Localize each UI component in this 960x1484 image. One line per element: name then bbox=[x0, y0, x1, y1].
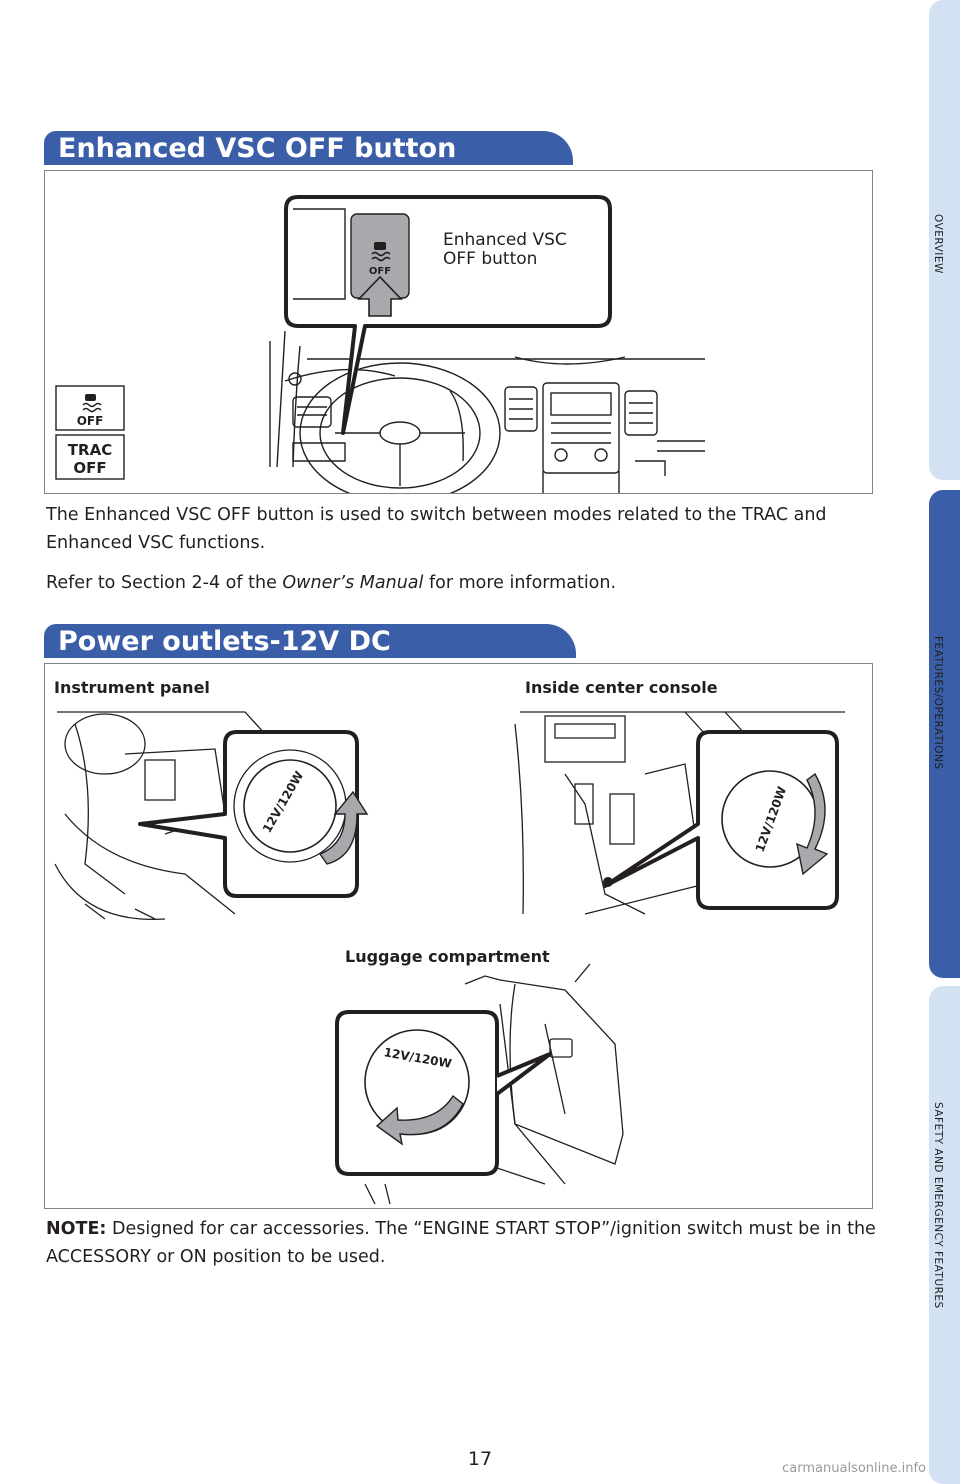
vsc-figure: OFF Enhanced VSC OFF button OFF TRAC OFF bbox=[44, 170, 873, 504]
tab-features-operations[interactable] bbox=[929, 490, 960, 978]
power-note: NOTE: Designed for car accessories. The … bbox=[46, 1215, 876, 1271]
rotate-arrow-icon bbox=[796, 772, 829, 876]
trac-off-indicator: TRAC OFF bbox=[55, 434, 125, 480]
callout-label-line2: OFF button bbox=[443, 249, 537, 269]
instrument-outlet-callout: 12V/120W bbox=[138, 730, 369, 898]
owners-manual-title: Owner’s Manual bbox=[282, 573, 424, 593]
callout-off-text: OFF bbox=[369, 266, 391, 277]
console-outlet-callout: 12V/120W bbox=[603, 730, 839, 910]
luggage-compartment-drawing bbox=[364, 963, 624, 1205]
press-arrow-icon bbox=[357, 275, 403, 317]
page-number: 17 bbox=[467, 1448, 493, 1470]
trac-indicator-text: TRAC bbox=[68, 441, 112, 459]
note-text: Designed for car accessories. The “ENGIN… bbox=[46, 1219, 876, 1267]
skid-car-icon bbox=[371, 242, 391, 262]
tab-overview-label: OVERVIEW bbox=[932, 214, 944, 274]
dashboard-drawing bbox=[269, 330, 705, 504]
rotate-arrow-icon bbox=[318, 790, 369, 865]
tab-features-operations-label: FEATURES/OPERATIONS bbox=[932, 636, 944, 770]
vsc-paragraph-2: Refer to Section 2-4 of the Owner’s Manu… bbox=[46, 573, 617, 593]
callout-label-line1: Enhanced VSC bbox=[443, 230, 567, 250]
tab-overview[interactable] bbox=[929, 0, 960, 480]
vsc-illustration: OFF Enhanced VSC OFF button OFF TRAC OFF bbox=[55, 195, 705, 504]
luggage-outlet-callout: 12V/120W bbox=[335, 1010, 552, 1176]
note-label: NOTE: bbox=[46, 1219, 107, 1239]
vsc-section-title: Enhanced VSC OFF button bbox=[44, 131, 573, 165]
vsc-off-indicator: OFF bbox=[55, 385, 125, 431]
vsc-paragraph-1: The Enhanced VSC OFF button is used to s… bbox=[46, 505, 827, 553]
tab-safety-emergency[interactable] bbox=[929, 986, 960, 1484]
caption-luggage-compartment: Luggage compartment bbox=[345, 947, 550, 966]
tab-safety-emergency-label: SAFETY AND EMERGENCY FEATURES bbox=[932, 1102, 944, 1309]
trac-off-indicator-text: OFF bbox=[73, 459, 106, 477]
caption-center-console: Inside center console bbox=[525, 678, 718, 697]
power-section-title: Power outlets-12V DC bbox=[44, 624, 576, 658]
vsc-off-indicator-text: OFF bbox=[77, 414, 104, 428]
caption-instrument-panel: Instrument panel bbox=[54, 678, 210, 697]
rotate-arrow-icon bbox=[375, 1094, 464, 1146]
power-figure: Instrument panel Inside center console L… bbox=[44, 663, 873, 1209]
instrument-panel-drawing bbox=[54, 711, 266, 921]
vsc-description: The Enhanced VSC OFF button is used to s… bbox=[46, 501, 876, 597]
center-console-drawing bbox=[514, 711, 845, 915]
vsc-callout: OFF Enhanced VSC OFF button bbox=[284, 195, 612, 435]
watermark: carmanualsonline.info bbox=[782, 1461, 926, 1476]
power-outlet-illustrations: 12V/120W 12V/120W bbox=[54, 711, 845, 1205]
